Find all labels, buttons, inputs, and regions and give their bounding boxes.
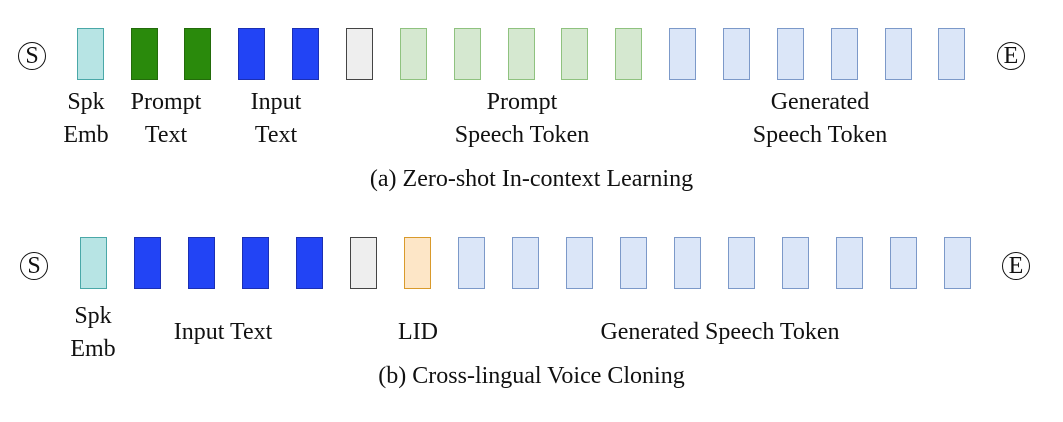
label-line: Text <box>144 122 188 148</box>
separator-token <box>350 237 377 289</box>
generated-speech-token <box>723 28 750 80</box>
prompt-speech-token <box>508 28 535 80</box>
label-generated-speech-token: Generated Speech Token <box>600 319 840 345</box>
generated-speech-token <box>885 28 912 80</box>
input-text-token <box>296 237 323 289</box>
label-input-text: Input Text <box>251 86 302 152</box>
caption-panel-b: (b) Cross-lingual Voice Cloning <box>378 363 685 389</box>
generated-speech-token <box>777 28 804 80</box>
generated-speech-token <box>566 237 593 289</box>
label-generated-speech-token: Generated Speech Token <box>753 86 888 152</box>
generated-speech-token <box>728 237 755 289</box>
prompt-speech-token <box>615 28 642 80</box>
prompt-speech-token <box>454 28 481 80</box>
prompt-speech-token <box>561 28 588 80</box>
generated-speech-token <box>831 28 858 80</box>
panel-b-cross-lingual: S E Spk Emb Input Text LID Generated Spe… <box>0 237 1063 407</box>
label-line: Spk <box>67 89 105 115</box>
prompt-speech-token <box>400 28 427 80</box>
label-line: Input <box>250 89 302 115</box>
label-line: Text <box>254 122 298 148</box>
input-text-token <box>188 237 215 289</box>
generated-speech-token <box>938 28 965 80</box>
input-text-token <box>292 28 319 80</box>
input-text-token <box>242 237 269 289</box>
generated-speech-token <box>674 237 701 289</box>
input-text-token <box>238 28 265 80</box>
label-prompt-text: Prompt Text <box>131 86 202 152</box>
generated-speech-token <box>458 237 485 289</box>
caption-panel-a: (a) Zero-shot In-context Learning <box>369 166 694 192</box>
label-line: Spk <box>74 303 112 329</box>
generated-speech-token <box>512 237 539 289</box>
generated-speech-token <box>669 28 696 80</box>
label-prompt-speech-token: Prompt Speech Token <box>455 86 590 152</box>
generated-speech-token <box>836 237 863 289</box>
label-line: Speech Token <box>454 122 590 148</box>
end-symbol: E <box>1002 252 1030 280</box>
label-spk-emb: Spk Emb <box>70 300 115 366</box>
label-spk-emb: Spk Emb <box>63 86 108 152</box>
label-line: Prompt <box>486 89 558 115</box>
label-line: Emb <box>70 336 116 362</box>
label-line: Prompt <box>130 89 202 115</box>
label-line: Emb <box>63 122 109 148</box>
panel-a-zero-shot: S E Spk Emb Prompt Text Input Text Promp… <box>0 28 1063 198</box>
label-line: Speech Token <box>752 122 888 148</box>
generated-speech-token <box>620 237 647 289</box>
generated-speech-token <box>782 237 809 289</box>
end-symbol: E <box>997 42 1025 70</box>
separator-token <box>346 28 373 80</box>
language-id-token <box>404 237 431 289</box>
generated-speech-token <box>890 237 917 289</box>
label-lid: LID <box>398 319 438 345</box>
label-input-text: Input Text <box>173 319 273 345</box>
start-symbol: S <box>18 42 46 70</box>
input-text-token <box>134 237 161 289</box>
start-symbol: S <box>20 252 48 280</box>
generated-speech-token <box>944 237 971 289</box>
speaker-embedding-token <box>77 28 104 80</box>
prompt-text-token <box>131 28 158 80</box>
prompt-text-token <box>184 28 211 80</box>
label-line: Generated <box>770 89 870 115</box>
speaker-embedding-token <box>80 237 107 289</box>
